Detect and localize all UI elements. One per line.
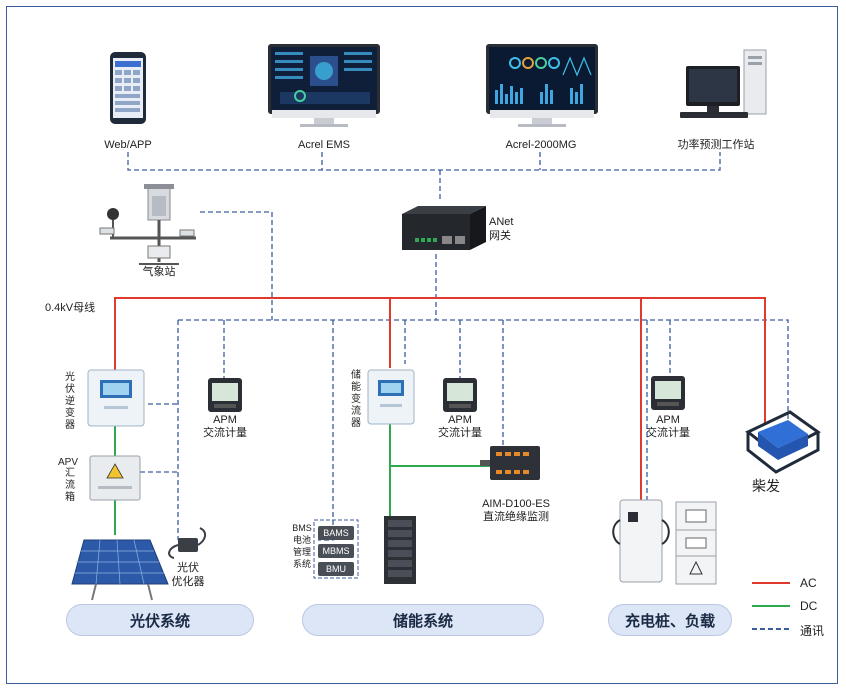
apm-1-label-2: 交流计量 (203, 427, 247, 439)
pv-system-group: 光伏系统 (66, 604, 254, 636)
pcs-converter-icon (367, 369, 415, 425)
gateway-label-2: 网关 (489, 230, 511, 242)
bms-label: BMS电池管理系统 (292, 523, 312, 569)
monitor-2000mg-icon (486, 44, 598, 127)
charging-pile-icon (612, 499, 670, 583)
load-group: 充电桩、负载 (608, 604, 732, 636)
apm-meter-1-icon (208, 378, 242, 412)
phone-icon (110, 52, 146, 124)
legend-ac-label: AC (800, 576, 817, 590)
apm-3-label-2: 交流计量 (646, 427, 690, 439)
diagram-frame (6, 6, 838, 684)
bms-item-bams: BAMS (318, 526, 354, 540)
apm-meter-2-icon (443, 378, 477, 412)
apm-1-label-1: APM (213, 414, 237, 426)
acrel-ems-label: Acrel EMS (298, 139, 350, 151)
diesel-label: 柴发 (752, 478, 780, 494)
gateway-device-icon (402, 206, 486, 250)
apm-2-label-2: 交流计量 (438, 427, 482, 439)
web-app-label: Web/APP (104, 139, 152, 151)
apm-2-label-1: APM (448, 414, 472, 426)
combiner-box-icon (89, 455, 141, 501)
bms-item-mbms: MBMS (318, 544, 354, 558)
forecast-station-label: 功率预测工作站 (677, 139, 755, 151)
pv-inverter-label: 光伏逆变器 (65, 372, 75, 431)
monitor-label-1: AIM-D100-ES (482, 498, 550, 510)
solar-panel-icon (71, 539, 169, 601)
combiner-label: 汇流箱 (65, 468, 75, 503)
bms-item-bmu: BMU (318, 562, 354, 576)
pv-inverter-icon (87, 369, 145, 427)
weather-station-icon (99, 184, 196, 265)
gateway-label-1: ANet (489, 216, 514, 228)
dc-lines (114, 424, 490, 535)
apm-3-label-1: APM (656, 414, 680, 426)
insulation-monitor-icon (480, 446, 540, 480)
battery-rack-icon (384, 516, 416, 584)
workstation-icon (680, 49, 767, 118)
legend-comm-label: 通讯 (800, 624, 825, 638)
pv-optimizer-icon (168, 527, 206, 559)
monitor-ems-icon (268, 44, 380, 127)
monitor-label-2: 直流绝缘监测 (483, 511, 549, 523)
optimizer-label-2: 优化器 (171, 576, 205, 588)
combiner-prefix-label: APV (58, 457, 79, 468)
weather-station-label: 气象站 (142, 266, 176, 278)
diesel-generator-icon (745, 410, 821, 474)
ac-lines (114, 297, 766, 500)
pcs-label: 储能变流器 (351, 370, 361, 429)
apm-meter-3-icon (651, 376, 685, 410)
comm-lines (127, 152, 789, 541)
bms-frame (313, 519, 359, 579)
legend-dc-label: DC (800, 599, 818, 613)
bus-label: 0.4kV母线 (45, 302, 96, 314)
optimizer-label-1: 光伏 (177, 562, 199, 574)
load-cabinet-icon (675, 501, 717, 585)
acrel-2000mg-label: Acrel-2000MG (505, 139, 577, 151)
storage-system-group: 储能系统 (302, 604, 544, 636)
